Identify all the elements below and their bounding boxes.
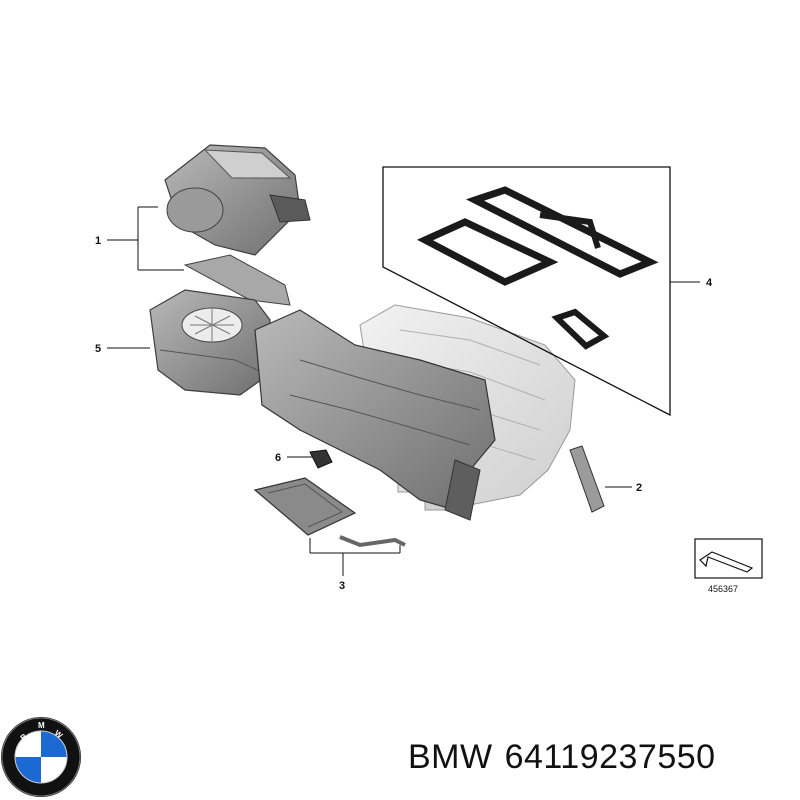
callout-3: 3: [339, 580, 345, 592]
callout-4: 4: [706, 277, 713, 289]
callout-2: 2: [636, 482, 642, 494]
svg-text:M: M: [38, 721, 45, 730]
brand-name: BMW: [408, 738, 493, 776]
reference-number: 456367: [708, 584, 738, 594]
part-4-gasket-set: [382, 166, 671, 417]
svg-text:W: W: [53, 728, 65, 740]
callout-5: 5: [95, 343, 101, 355]
part-caption: BMW 64119237550: [408, 738, 728, 777]
part-2-vent-piece: [569, 445, 605, 513]
part-3-lower-cover: [253, 477, 406, 548]
leader-lines: [107, 206, 700, 576]
bmw-logo: B M W: [1, 717, 81, 797]
callout-1: 1: [95, 235, 101, 247]
part-1-upper-housing: [164, 144, 311, 306]
evaporator-housing: [254, 309, 496, 521]
callout-6: 6: [275, 452, 281, 464]
part-6-clip: [309, 449, 333, 469]
part-5-blower-unit: [149, 289, 271, 396]
part-number: 64119237550: [504, 738, 716, 776]
reference-box: [694, 538, 763, 579]
arrow-icon: [699, 551, 754, 573]
svg-text:B: B: [19, 732, 29, 743]
